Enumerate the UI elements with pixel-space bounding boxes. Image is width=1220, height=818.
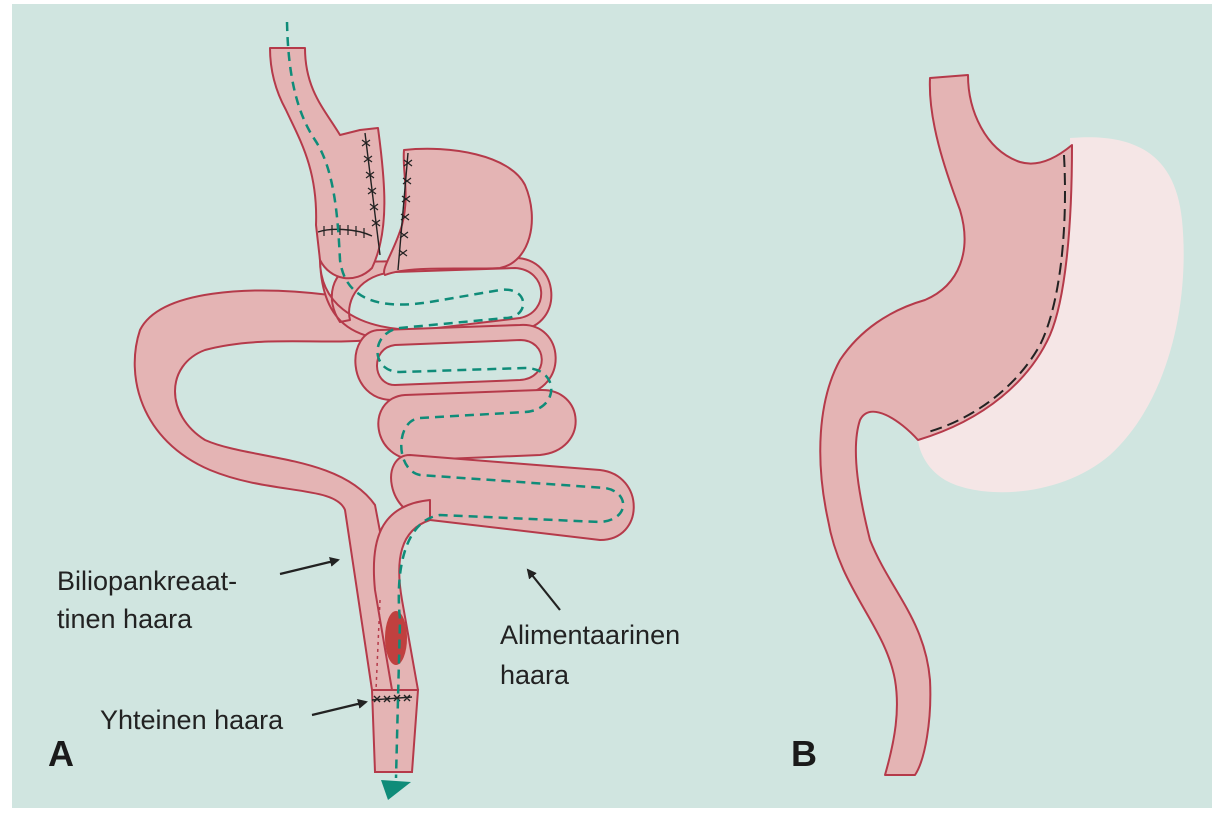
food-path-arrowhead [381, 780, 411, 800]
anastomosis-marker [385, 611, 407, 665]
common-channel [372, 690, 418, 772]
label-biliopancreatic-line2: tinen haara [57, 604, 193, 634]
label-common-channel: Yhteinen haara [100, 705, 284, 735]
label-alimentary-line2: haara [500, 660, 570, 690]
label-alimentary-line1: Alimentaarinen [500, 620, 680, 650]
label-biliopancreatic-line1: Biliopankreaat- [57, 566, 237, 596]
panel-label-a: A [48, 733, 74, 774]
panel-label-b: B [791, 733, 817, 774]
figure-b: B [791, 75, 1184, 775]
figure-a: Biliopankreaat- tinen haara Alimentaarin… [48, 22, 680, 800]
